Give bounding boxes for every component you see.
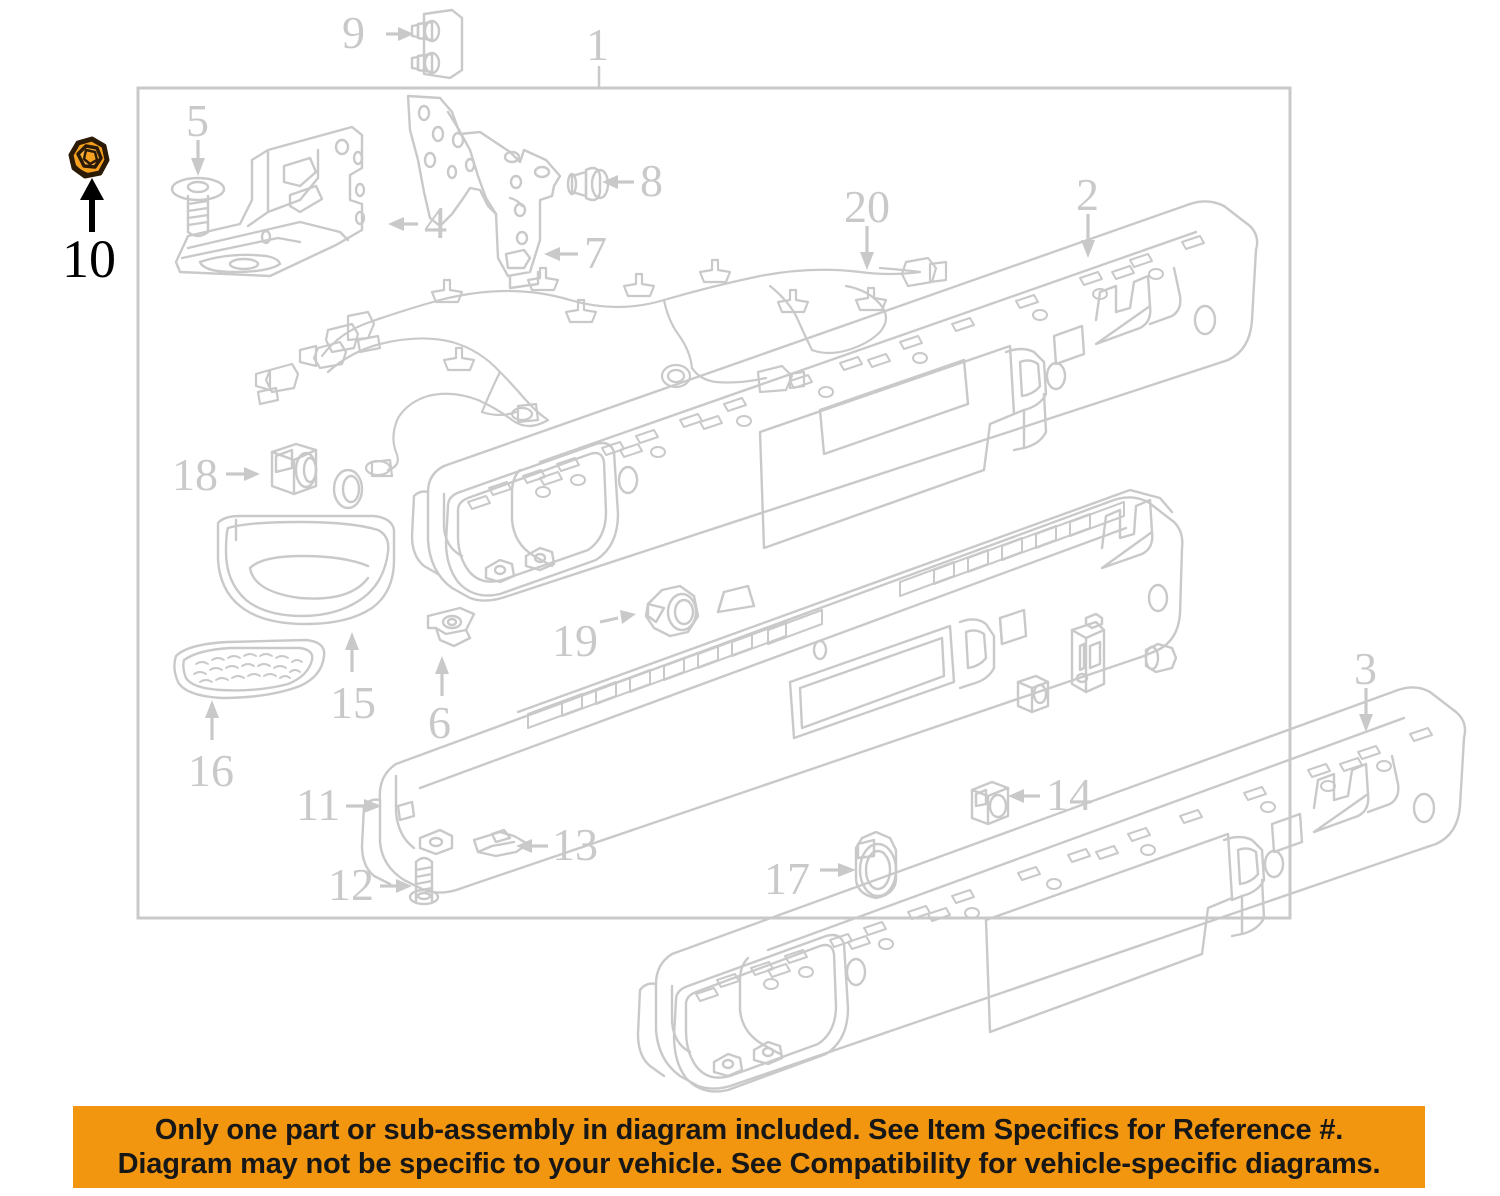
callout-leader-2	[1081, 214, 1095, 258]
callout-leader-6	[435, 656, 449, 696]
callout-label-14: 14	[1046, 769, 1092, 820]
part-sensor-retainer-bracket	[970, 780, 1010, 826]
callout-leader-7	[544, 247, 578, 261]
callout-label-12: 12	[328, 859, 374, 910]
callout-label-2: 2	[1076, 169, 1099, 220]
callout-label-20: 20	[844, 181, 890, 232]
callout-leader-20	[860, 226, 874, 270]
callout-leader-19	[599, 610, 636, 624]
callout-leader-3	[1359, 688, 1373, 732]
callout-label-16: 16	[188, 745, 234, 796]
callout-leader-11	[346, 799, 382, 813]
callout-label-7: 7	[584, 227, 607, 278]
callout-label-18: 18	[172, 449, 218, 500]
part-screw-tapping	[408, 856, 440, 906]
callout-leader-4	[388, 217, 418, 231]
part-bumper-end-cap	[360, 488, 1184, 894]
callout-label-9: 9	[342, 7, 365, 58]
part-stud-plate	[410, 8, 464, 80]
callout-label-13: 13	[552, 819, 598, 870]
part-bumper-bracket-right	[406, 94, 562, 290]
part-bolt-small-flange	[566, 166, 610, 202]
callout-leader-15	[345, 632, 359, 672]
disclaimer-banner: Only one part or sub-assembly in diagram…	[73, 1106, 1425, 1188]
assembly-boundary-box	[136, 86, 1292, 920]
part-hitch-bushing	[644, 584, 700, 638]
callout-label-1: 1	[586, 19, 609, 70]
disclaimer-line-2: Diagram may not be specific to your vehi…	[117, 1148, 1381, 1180]
callout-leader-10	[80, 178, 104, 232]
callout-label-10: 10	[62, 229, 116, 289]
callout-label-3: 3	[1354, 643, 1377, 694]
part-clip-fastener	[472, 828, 530, 858]
part-retainer-clip	[426, 606, 476, 648]
callout-leader-12	[380, 879, 412, 893]
callout-leaders	[191, 27, 1373, 893]
part-sensor-module	[1070, 612, 1106, 694]
callout-label-8: 8	[640, 155, 663, 206]
callout-label-4: 4	[424, 197, 447, 248]
callout-label-6: 6	[428, 697, 451, 748]
part-step-pad-insert	[173, 638, 326, 700]
part-grommet-plug-oval	[854, 830, 898, 900]
callout-label-19: 19	[552, 615, 598, 666]
part-bumper-impact-bar-upper	[410, 200, 1259, 602]
part-step-pad-housing	[216, 514, 396, 626]
callout-label-15: 15	[330, 677, 376, 728]
disclaimer-line-1: Only one part or sub-assembly in diagram…	[154, 1113, 1344, 1146]
part-bolt-flange-head	[170, 176, 226, 238]
callout-leader-16	[205, 700, 219, 740]
callout-leader-5	[191, 140, 205, 176]
callout-leader-9	[386, 27, 414, 41]
callout-leader-8	[602, 175, 634, 189]
part-plug-cap	[1144, 642, 1178, 674]
part-hex-flange-nut	[68, 136, 110, 179]
part-bumper-impact-bar-lower	[636, 686, 1467, 1093]
part-wiring-harness	[254, 256, 948, 478]
callout-label-17: 17	[764, 853, 810, 904]
callout-label-5: 5	[186, 95, 209, 146]
callout-leader-14	[1008, 789, 1040, 803]
part-sensor-gasket	[332, 468, 364, 510]
part-bumper-bracket-left	[174, 125, 366, 278]
callout-leader-13	[516, 839, 548, 853]
part-park-assist-sensor	[270, 442, 318, 496]
part-sensor-bracket-small	[1016, 674, 1050, 714]
callout-leader-18	[226, 467, 260, 481]
callout-label-11: 11	[296, 779, 341, 830]
part-hitch-wedge	[716, 584, 756, 614]
callout-leader-17	[820, 863, 856, 877]
